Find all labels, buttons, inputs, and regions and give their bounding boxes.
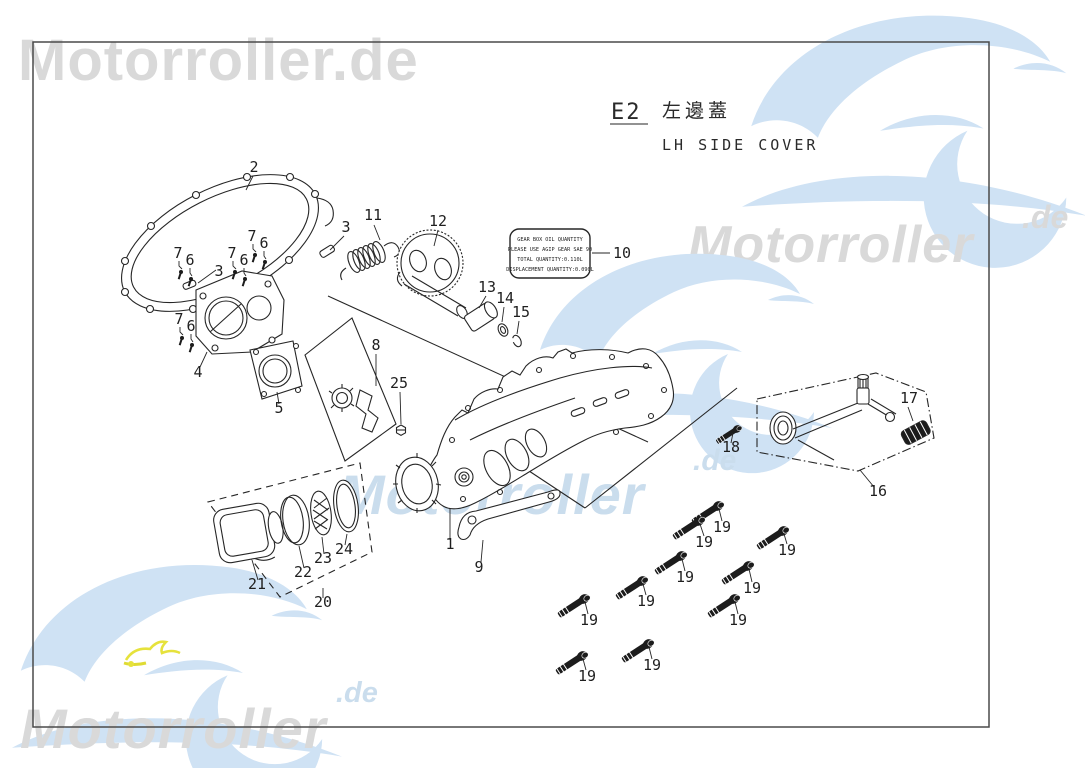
callout-19: 19 [729,611,747,629]
callout-23: 23 [314,549,332,567]
callout-1: 1 [445,535,454,553]
nut-25 [395,424,407,437]
oil-label-line1: GEAR BOX OIL QUANTITY [517,237,583,243]
yellow-scooter-doodle [123,640,181,667]
title-chinese: 左邊蓋 [662,100,731,122]
kickstarter-gear-12 [396,229,464,297]
leader-lines [178,175,914,671]
callout-12: 12 [429,212,447,230]
crankcase-cover-1 [393,348,675,513]
page-frame [32,41,990,728]
callout-6: 6 [185,251,194,269]
kick-lever-assembly-16 [756,372,935,472]
watermark-top-left-text: Motorroller.de [18,28,419,93]
callout-8: 8 [371,336,380,354]
callout-19: 19 [578,667,596,685]
filter-screen-23 [310,490,332,536]
callout-7: 7 [227,244,236,262]
filter-foam-22 [280,494,310,546]
callout-4: 4 [193,363,202,381]
callout-16: 16 [869,482,887,500]
callout-11: 11 [364,206,382,224]
callout-15: 15 [512,303,530,321]
kick-return-spring-11 [340,241,400,281]
kickstarter-shaft [396,271,468,319]
washer-14 [497,323,509,337]
airbox-cap-21 [213,502,284,564]
callout-20: 20 [314,593,332,611]
callout-19: 19 [637,592,655,610]
callout-17: 17 [900,389,918,407]
callout-18: 18 [722,438,740,456]
callout-labels: 1 2 3 3 4 5 7 6 7 6 7 6 7 6 8 9 10 11 12… [173,158,918,685]
seal-and-bracket-8 [304,317,397,462]
callout-2: 2 [249,158,258,176]
callout-7: 7 [173,244,182,262]
brand-watermark-suffix: .de [1022,199,1068,235]
callout-13: 13 [478,278,496,296]
callout-10: 10 [613,244,631,262]
oil-info-label-10: GEAR BOX OIL QUANTITY PLEASE USE AGIP GE… [506,228,594,279]
callout-19: 19 [713,518,731,536]
brand-watermark-suffix: .de [693,444,736,477]
airbox-group-20 [207,462,373,598]
callout-19: 19 [695,533,713,551]
callout-9: 9 [474,558,483,576]
cover-bolt-holes [448,352,668,503]
callout-19: 19 [743,579,761,597]
callout-7: 7 [174,310,183,328]
oil-label-line4: DISPLACEMENT QUANTITY:0.090L [506,267,593,273]
callout-6: 6 [259,234,268,252]
dowel-pin-3a [319,244,335,258]
callout-19: 19 [676,568,694,586]
brand-watermark-text: Motorroller [20,697,329,760]
callout-5: 5 [274,399,283,417]
pedal-rubber-17 [900,420,931,445]
circlip-15 [512,334,522,348]
callout-19: 19 [643,656,661,674]
callout-3: 3 [341,218,350,236]
oil-label-line2: PLEASE USE AGIP GEAR SAE 90 [508,247,592,253]
cover-plate-4 [195,270,285,355]
callout-7: 7 [247,227,256,245]
bracket-9 [457,489,561,541]
callout-6: 6 [239,251,248,269]
watermark-bottom-left: Motorroller .de [12,564,378,768]
brand-watermark-text: Motorroller.de [18,28,419,93]
title-english: LH SIDE COVER [662,136,818,154]
callout-19: 19 [778,541,796,559]
retainer-ring-24 [333,479,359,533]
callout-3: 3 [214,262,223,280]
callout-14: 14 [496,289,514,307]
callout-22: 22 [294,563,312,581]
callout-6: 6 [186,317,195,335]
callout-25: 25 [390,374,408,392]
section-code: E2 [611,100,642,125]
callout-19: 19 [580,611,598,629]
collar-13 [463,301,498,332]
plate-5 [249,340,303,400]
callout-21: 21 [248,575,266,593]
brand-watermark-suffix: .de [336,677,378,709]
title-block: E2 左邊蓋 LH SIDE COVER [610,100,818,154]
callout-24: 24 [335,540,353,558]
oil-label-line3: TOTAL QUANTITY:0.110L [517,257,583,263]
